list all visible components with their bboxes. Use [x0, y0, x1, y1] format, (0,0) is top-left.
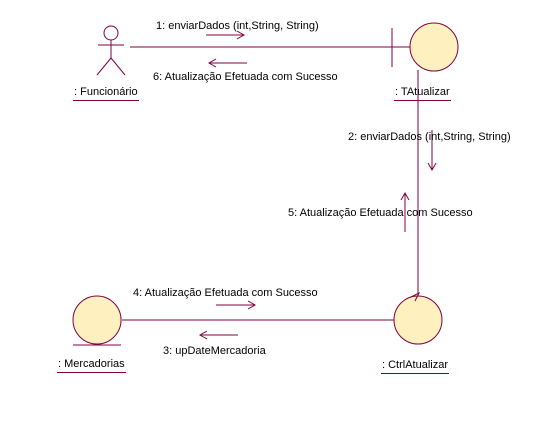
message-label-5: 5: Atualização Efetuada com Sucesso: [288, 207, 473, 219]
object-label-tatualizar: : TAtualizar: [394, 86, 451, 101]
message-label-4: 4: Atualização Efetuada com Sucesso: [133, 287, 318, 299]
arrow-m6: [207, 58, 247, 68]
entity-mercadorias-icon[interactable]: [72, 295, 122, 346]
actor-funcionario-icon[interactable]: [96, 25, 126, 76]
arrow-m5: [400, 191, 410, 232]
object-label-ctrlatualizar: : CtrlAtualizar: [381, 359, 450, 374]
boundary-tatualizar-icon[interactable]: [391, 22, 459, 72]
arrow-m1: [206, 30, 246, 40]
arrow-m2: [427, 130, 437, 172]
message-label-1: 1: enviarDados (int,String, String): [156, 20, 319, 32]
control-ctrlatualizar-icon[interactable]: [393, 291, 443, 345]
arrow-m4: [216, 300, 257, 310]
arrow-m3: [198, 330, 238, 340]
message-label-3: 3: upDateMercadoria: [163, 345, 266, 357]
message-label-6: 6: Atualização Efetuada com Sucesso: [153, 71, 338, 83]
object-label-mercadorias: : Mercadorias: [57, 358, 126, 373]
object-label-funcionario: : Funcionário: [73, 86, 139, 101]
message-label-2: 2: enviarDados (int,String, String): [348, 131, 511, 143]
